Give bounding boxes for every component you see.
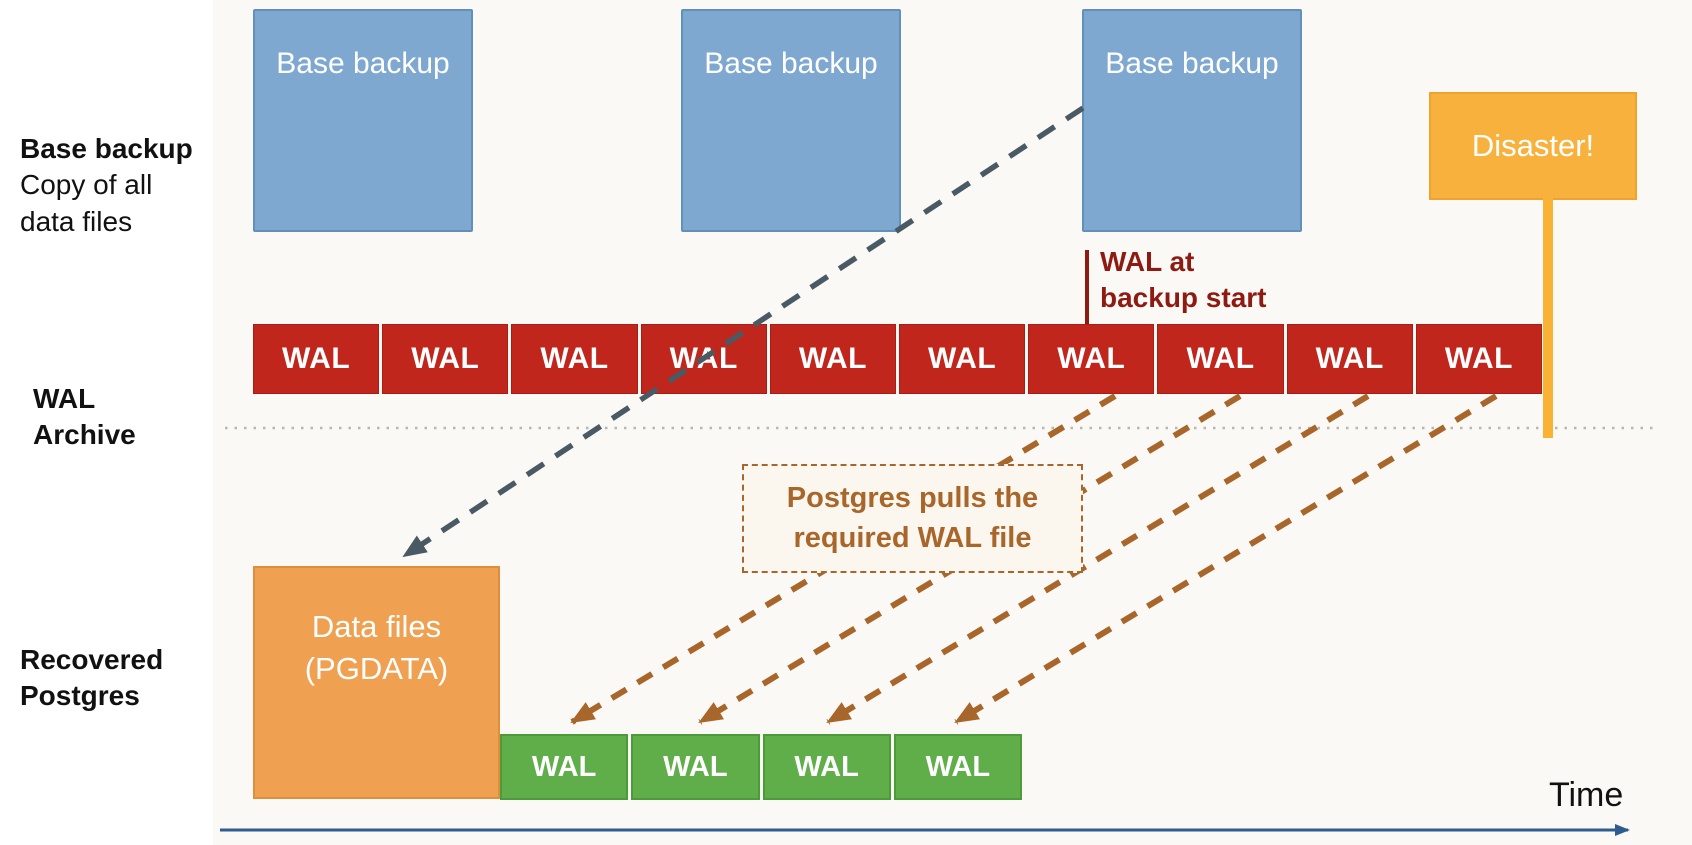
legend-base-backup-desc: Copy of all data files bbox=[20, 169, 153, 237]
wal-archive-cell: WAL bbox=[769, 324, 897, 394]
time-axis-label: Time bbox=[1549, 776, 1624, 814]
postgres-pulls-note: Postgres pulls the required WAL file bbox=[742, 464, 1083, 573]
base-backup-box-2: Base backup bbox=[681, 9, 901, 232]
wal-archive-cell: WAL bbox=[382, 324, 509, 394]
wal-archive-cell: WAL bbox=[899, 324, 1026, 394]
base-backup-box-1: Base backup bbox=[253, 9, 473, 232]
wal-archive-cell: WAL bbox=[1415, 324, 1543, 394]
wal-archive-cell: WAL bbox=[1157, 324, 1284, 394]
base-backup-box-3: Base backup bbox=[1082, 9, 1302, 232]
wal-archive-row: WAL WAL WAL WAL WAL WAL WAL WAL WAL WAL bbox=[253, 324, 1543, 394]
data-files-box: Data files (PGDATA) bbox=[253, 566, 500, 799]
legend-wal-archive: WAL Archive bbox=[33, 383, 136, 451]
recovered-wal-cell: WAL bbox=[762, 734, 891, 800]
disaster-box: Disaster! bbox=[1429, 92, 1637, 200]
wal-archive-cell: WAL bbox=[1286, 324, 1413, 394]
postgres-pulls-label: Postgres pulls the required WAL file bbox=[786, 482, 1039, 554]
wal-archive-cell: WAL bbox=[640, 324, 767, 394]
recovered-wal-cell: WAL bbox=[500, 734, 629, 800]
wal-archive-cell: WAL bbox=[1028, 324, 1155, 394]
disaster-label: Disaster! bbox=[1471, 128, 1595, 163]
recovered-wal-row: WAL WAL WAL WAL bbox=[500, 734, 1022, 800]
base-backup-box-label: Base backup bbox=[704, 47, 878, 80]
legend-recovered-postgres: Recovered Postgres bbox=[20, 644, 164, 712]
wal-backup-start-tick bbox=[1085, 250, 1089, 324]
wal-archive-cell: WAL bbox=[511, 324, 638, 394]
disaster-timeline-marker bbox=[1543, 198, 1553, 438]
wal-backup-start-label: WAL at backup start bbox=[1100, 246, 1267, 314]
recovered-wal-cell: WAL bbox=[893, 734, 1022, 800]
base-backup-box-label: Base backup bbox=[1105, 47, 1279, 80]
recovered-wal-cell: WAL bbox=[631, 734, 760, 800]
legend-base-backup-title: Base backup bbox=[20, 133, 193, 164]
wal-archive-cell: WAL bbox=[253, 324, 380, 394]
legend-base-backup: Base backup Copy of all data files bbox=[20, 131, 193, 240]
base-backup-box-label: Base backup bbox=[276, 47, 450, 80]
